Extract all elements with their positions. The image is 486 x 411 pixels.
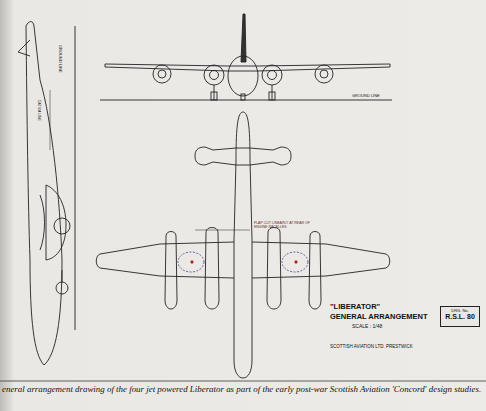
figure-caption: eneral arrangement drawing of the four j… <box>2 385 481 395</box>
ground-line-label: GROUND LINE <box>352 94 380 98</box>
drawing-title: "LIBERATOR" <box>330 303 380 311</box>
drawing-number-heading: DRG. No. <box>444 309 476 313</box>
datum-label: DATUM LINE <box>36 100 40 121</box>
scale-note: SCALE : 1/48 <box>352 324 382 330</box>
drawing-number-box: DRG. No.R.S.L. 80 <box>440 306 480 327</box>
ground-line-label: GROUND LINE <box>58 45 62 73</box>
drawing-number: R.S.L. 80 <box>444 313 476 321</box>
flap-note: FLAP CUT LINEARLY AT REAR OF ENGINE NACE… <box>254 222 312 230</box>
drawing-title: GENERAL ARRANGEMENT <box>330 313 428 321</box>
company-name: SCOTTISH AVIATION LTD. PRESTWICK <box>330 345 413 350</box>
